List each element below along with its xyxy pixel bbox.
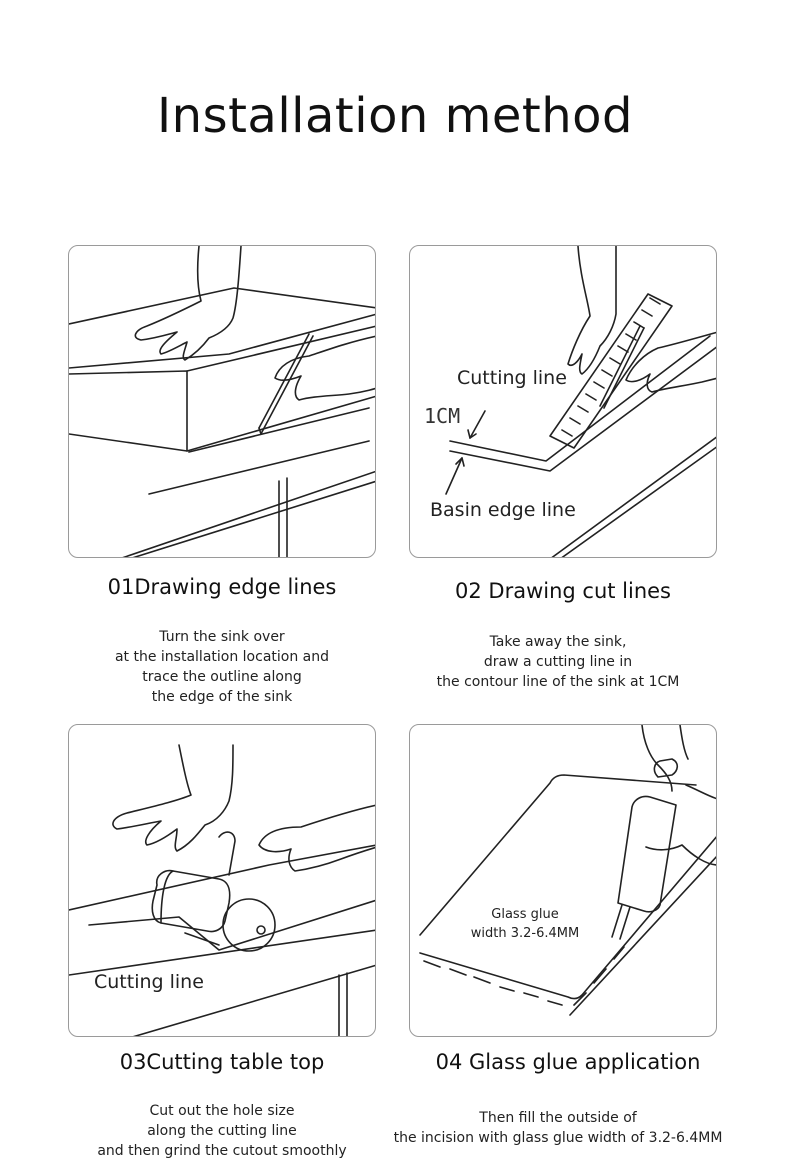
step-2-illustration: Cutting line 1CM Basin edge line <box>409 245 717 558</box>
glass-glue-label: Glass glue width 3.2-6.4MM <box>470 907 580 941</box>
page-title: Installation method <box>157 88 633 144</box>
step-4-title: 04 Glass glue application <box>435 1050 701 1074</box>
cutting-line-label: Cutting line <box>94 971 204 993</box>
step-4-illustration: Glass glue width 3.2-6.4MM <box>409 724 717 1037</box>
basin-edge-line-label: Basin edge line <box>430 499 576 521</box>
step-3-description: Cut out the hole size along the cutting … <box>97 1103 347 1159</box>
step-2-description: Take away the sink, draw a cutting line … <box>436 634 680 690</box>
step-3-illustration: Cutting line <box>68 724 376 1037</box>
step-1-illustration <box>68 245 376 558</box>
step-3-title: 03Cutting table top <box>119 1050 325 1074</box>
step-2-title: 02 Drawing cut lines <box>455 579 671 603</box>
cutting-line-label: Cutting line <box>457 367 567 389</box>
step-1-description: Turn the sink over at the installation l… <box>114 629 330 705</box>
step-4-description: Then fill the outside of the incision wi… <box>393 1110 723 1146</box>
one-cm-label: 1CM <box>424 404 461 428</box>
step-1-title: 01Drawing edge lines <box>107 575 337 599</box>
